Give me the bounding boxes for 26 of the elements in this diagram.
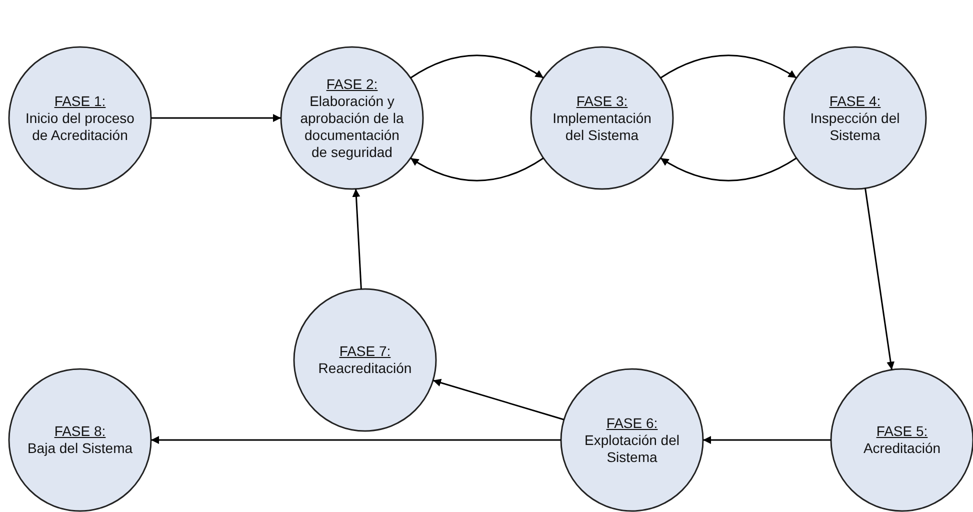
phase-description: Inicio del proceso de Acreditación (24, 110, 136, 144)
phase-description: Inspección del Sistema (809, 110, 901, 144)
phase-description: Explotación del Sistema (584, 432, 680, 466)
phase-description: Elaboración y aprobación de la documentación de seguridad (299, 92, 405, 160)
arrow (660, 54, 797, 79)
phase-title: FASE 4: (829, 92, 881, 110)
phase-description: Acreditación (863, 440, 941, 457)
arrow (352, 188, 362, 290)
arrow (410, 157, 544, 182)
phase-title: FASE 5: (876, 423, 928, 440)
phase-description: Reacreditación (318, 360, 412, 377)
arrow (660, 157, 797, 182)
phase-title: FASE 8: (54, 423, 106, 440)
arrow (151, 114, 281, 122)
phase-title: FASE 7: (339, 343, 391, 360)
phase-title: FASE 1: (54, 92, 106, 110)
arrow (864, 188, 895, 370)
phase-title: FASE 2: (326, 76, 378, 92)
arrow (432, 378, 564, 420)
phase-title: FASE 6: (606, 414, 658, 432)
arrow (151, 436, 561, 444)
phase-title: FASE 3: (576, 92, 628, 110)
arrow (703, 436, 831, 444)
phase-description: Implementación del Sistema (552, 110, 652, 144)
arrow (410, 54, 544, 79)
phase-description: Baja del Sistema (27, 440, 133, 457)
